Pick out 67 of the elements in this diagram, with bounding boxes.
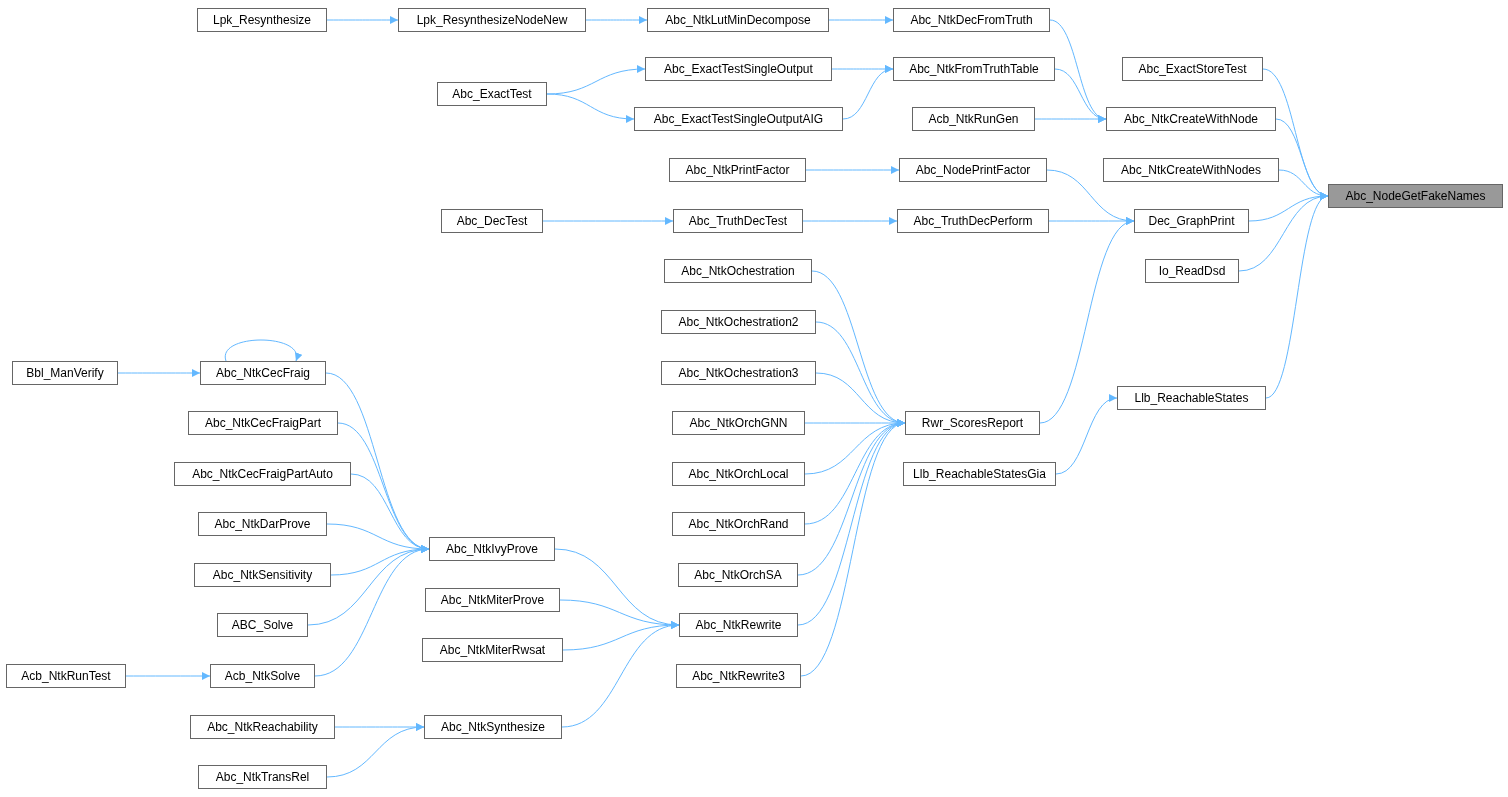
function-box: Abc_TruthDecTest <box>673 209 803 233</box>
function-box: Acb_NtkRunTest <box>6 664 126 688</box>
function-box: Abc_NtkLutMinDecompose <box>647 8 829 32</box>
arrow <box>224 339 301 362</box>
function-box: Abc_NtkRewrite <box>679 613 798 637</box>
function-box: Abc_ExactStoreTest <box>1122 57 1263 81</box>
function-box: Dec_GraphPrint <box>1134 209 1249 233</box>
function-box: Bbl_ManVerify <box>12 361 118 385</box>
function-box: Abc_NtkTransRel <box>198 765 327 789</box>
arrow <box>326 16 399 24</box>
arrow <box>1055 395 1118 475</box>
function-box: Abc_NtkPrintFactor <box>669 158 806 182</box>
function-box: Abc_NtkIvyProve <box>429 537 555 561</box>
arrow <box>117 369 201 377</box>
function-box: Abc_NodePrintFactor <box>899 158 1047 182</box>
function-box: Abc_TruthDecPerform <box>897 209 1049 233</box>
arrow <box>805 166 900 174</box>
function-box: Lpk_ResynthesizeNodeNew <box>398 8 586 32</box>
function-box: Abc_NtkCecFraig <box>200 361 326 385</box>
function-box: Abc_NtkCecFraigPartAuto <box>174 462 351 486</box>
function-box: Abc_NtkMiterRwsat <box>422 638 563 662</box>
function-box: Abc_ExactTestSingleOutputAIG <box>634 107 843 131</box>
function-box: Lpk_Resynthesize <box>197 8 327 32</box>
arrow <box>1034 115 1107 123</box>
arrow <box>828 16 894 24</box>
function-box: Io_ReadDsd <box>1145 259 1239 283</box>
function-box: Abc_NtkDecFromTruth <box>893 8 1050 32</box>
function-box: Abc_NtkOchestration <box>664 259 812 283</box>
function-box: Abc_NtkMiterProve <box>425 588 560 612</box>
function-box: Abc_NtkOrchGNN <box>672 411 805 435</box>
arrow <box>561 622 680 728</box>
function-box: Abc_NtkSynthesize <box>424 715 562 739</box>
function-box: Abc_NtkOchestration3 <box>661 361 816 385</box>
function-box: Abc_NtkCreateWithNodes <box>1103 158 1279 182</box>
function-box: Abc_NodeGetFakeNames <box>1328 184 1503 208</box>
arrow <box>326 723 425 778</box>
function-box: Llb_ReachableStates <box>1117 386 1266 410</box>
function-box: Abc_NtkRewrite3 <box>676 664 801 688</box>
arrow <box>546 65 646 95</box>
function-box: Abc_NtkSensitivity <box>194 563 331 587</box>
function-box: Abc_NtkCecFraigPart <box>188 411 338 435</box>
function-box: Acb_NtkSolve <box>210 664 315 688</box>
function-box: Abc_NtkOrchRand <box>672 512 805 536</box>
arrow <box>314 546 430 677</box>
arrow <box>842 66 894 120</box>
arrow <box>802 217 898 225</box>
function-box: Abc_NtkReachability <box>190 715 335 739</box>
function-box: ABC_Solve <box>217 613 308 637</box>
function-box: Abc_ExactTest <box>437 82 547 106</box>
function-box: Abc_NtkDarProve <box>198 512 327 536</box>
function-box: Acb_NtkRunGen <box>912 107 1035 131</box>
function-box: Abc_NtkOrchSA <box>678 563 798 587</box>
function-box: Abc_NtkOrchLocal <box>672 462 805 486</box>
function-box: Abc_NtkOchestration2 <box>661 310 816 334</box>
arrow <box>1265 195 1329 399</box>
function-box: Abc_ExactTestSingleOutput <box>645 57 832 81</box>
function-box: Abc_NtkFromTruthTable <box>893 57 1055 81</box>
arrow <box>1039 220 1135 424</box>
arrow <box>542 217 674 225</box>
arrow <box>125 672 211 680</box>
arrow <box>1054 68 1107 122</box>
function-box: Abc_DecTest <box>441 209 543 233</box>
function-box: Abc_NtkCreateWithNode <box>1106 107 1276 131</box>
function-box: Rwr_ScoresReport <box>905 411 1040 435</box>
function-box: Llb_ReachableStatesGia <box>903 462 1056 486</box>
arrow <box>546 93 635 123</box>
arrow <box>585 16 648 24</box>
